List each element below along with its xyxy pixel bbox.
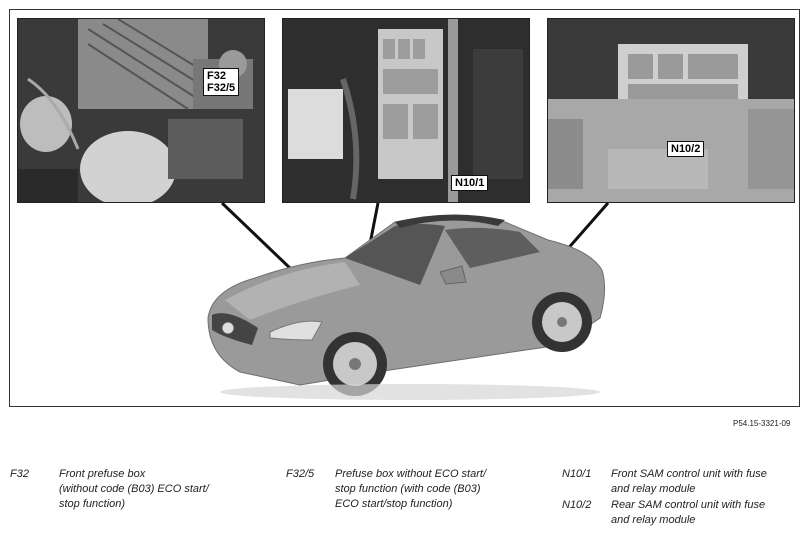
legend-desc-line: Prefuse box without ECO start/ <box>335 468 487 480</box>
callout-f32-5-label: F32/5 <box>207 82 236 94</box>
legend-desc-line: ECO start/stop function) <box>335 498 453 510</box>
car-side-window <box>445 227 540 268</box>
legend-desc-line: stop function) <box>59 498 126 510</box>
legend-code: N10/1 <box>562 468 592 480</box>
callout-n10-1: N10/1 <box>451 175 489 191</box>
photo-rear-sam <box>547 18 795 203</box>
callout-n10-1-label: N10/1 <box>455 177 485 189</box>
legend-desc-line: Front prefuse box <box>59 468 146 480</box>
legend-desc-line: Front SAM control unit with fuse <box>611 468 767 480</box>
photo-front-sam <box>282 18 530 203</box>
callout-f32-label: F32 <box>207 70 226 82</box>
legend-code: F32 <box>10 468 29 480</box>
legend-item-f32: F32 Front prefuse box (without code (B03… <box>10 467 270 517</box>
legend-desc-line: (without code (B03) ECO start/ <box>59 483 209 495</box>
legend-desc-line: and relay module <box>611 514 696 526</box>
legend-item-f32-5: F32/5 Prefuse box without ECO start/ sto… <box>286 467 546 517</box>
figure-reference-code: P54.15-3321-09 <box>733 419 791 428</box>
photo-engine-bay-prefuse <box>17 18 265 203</box>
car-windshield <box>345 224 445 285</box>
car-emblem <box>221 321 235 335</box>
legend-item-n10-1: N10/1 Front SAM control unit with fuse a… <box>562 467 802 499</box>
legend-desc-line: Rear SAM control unit with fuse <box>611 499 766 511</box>
legend-desc-line: and relay module <box>611 483 696 495</box>
car-grille <box>212 313 258 345</box>
callout-n10-2: N10/2 <box>667 141 705 157</box>
legend-desc-line: stop function (with code (B03) <box>335 483 481 495</box>
legend-code: F32/5 <box>286 468 315 480</box>
callout-n10-2-label: N10/2 <box>671 143 701 155</box>
legend-code: N10/2 <box>562 499 592 511</box>
legend-item-n10-2: N10/2 Rear SAM control unit with fuse an… <box>562 498 802 530</box>
pointer-line-left <box>220 201 294 272</box>
callout-f32: F32 F32/5 <box>203 68 240 96</box>
